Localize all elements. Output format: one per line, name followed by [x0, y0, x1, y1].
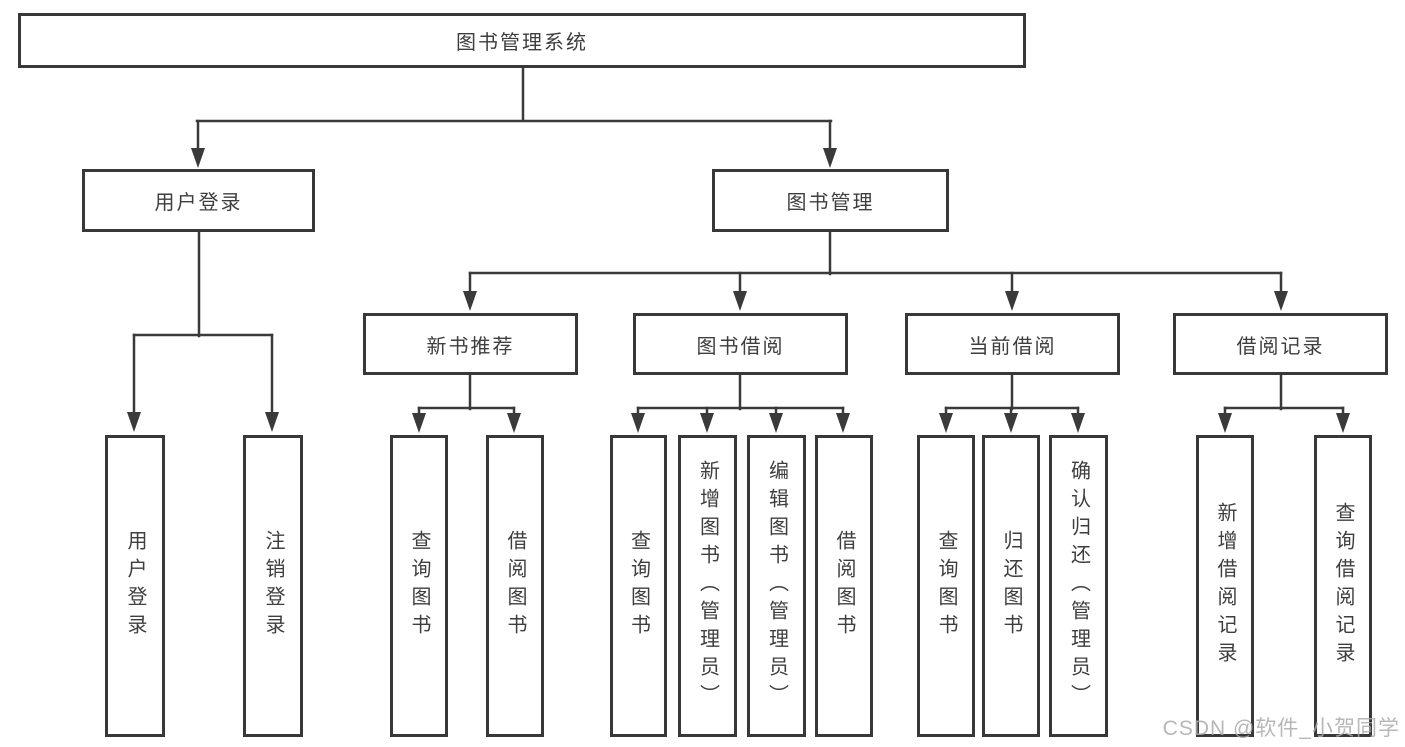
node-br-query-record-label: 查询借阅记录: [1332, 502, 1354, 670]
node-bb-add-books-label: 新增图书（管理员）: [696, 460, 719, 712]
node-login: 用户登录: [105, 435, 165, 737]
node-user-login: 用户登录: [82, 169, 315, 232]
node-cb-query-books: 查询图书: [917, 435, 975, 737]
node-bb-borrow-books-label: 借阅图书: [833, 530, 855, 642]
csdn-watermark: CSDN @软件_小贺同学: [1162, 717, 1400, 740]
node-bb-edit-books: 编辑图书（管理员）: [747, 435, 806, 737]
node-bb-edit-books-label: 编辑图书（管理员）: [765, 460, 788, 712]
node-cb-confirm-return-label: 确认归还（管理员）: [1067, 460, 1090, 712]
node-cb-query-books-label: 查询图书: [935, 530, 957, 642]
node-book-management: 图书管理: [712, 169, 949, 232]
node-bb-query-books: 查询图书: [610, 435, 667, 737]
node-br-add-record: 新增借阅记录: [1196, 435, 1254, 737]
node-br-query-record: 查询借阅记录: [1314, 435, 1372, 737]
node-rec-borrow-books: 借阅图书: [486, 435, 544, 737]
node-new-book-recommend: 新书推荐: [363, 313, 578, 375]
node-rec-query-books: 查询图书: [390, 435, 448, 737]
node-logout-label: 注销登录: [262, 530, 284, 642]
node-cb-return-books-label: 归还图书: [1000, 530, 1022, 642]
node-rec-borrow-books-label: 借阅图书: [504, 530, 526, 642]
node-login-label: 用户登录: [124, 530, 146, 642]
node-book-management-label: 图书管理: [786, 192, 875, 214]
node-user-login-label: 用户登录: [154, 192, 243, 214]
node-bb-add-books: 新增图书（管理员）: [678, 435, 737, 737]
node-cb-confirm-return: 确认归还（管理员）: [1049, 435, 1108, 737]
node-borrow-records-label: 借阅记录: [1236, 335, 1325, 358]
node-br-add-record-label: 新增借阅记录: [1214, 502, 1236, 670]
node-root-label: 图书管理系统: [456, 32, 588, 54]
node-bb-query-books-label: 查询图书: [627, 530, 650, 642]
node-rec-query-books-label: 查询图书: [408, 530, 430, 642]
node-current-borrow-label: 当前借阅: [968, 335, 1057, 358]
node-new-book-recommend-label: 新书推荐: [426, 335, 515, 358]
node-logout: 注销登录: [243, 435, 303, 737]
node-book-borrow: 图书借阅: [633, 313, 848, 375]
node-cb-return-books: 归还图书: [982, 435, 1040, 737]
node-root: 图书管理系统: [18, 13, 1026, 68]
node-book-borrow-label: 图书借阅: [696, 335, 785, 358]
node-borrow-records: 借阅记录: [1173, 313, 1388, 375]
node-current-borrow: 当前借阅: [905, 313, 1120, 375]
node-bb-borrow-books: 借阅图书: [815, 435, 873, 737]
